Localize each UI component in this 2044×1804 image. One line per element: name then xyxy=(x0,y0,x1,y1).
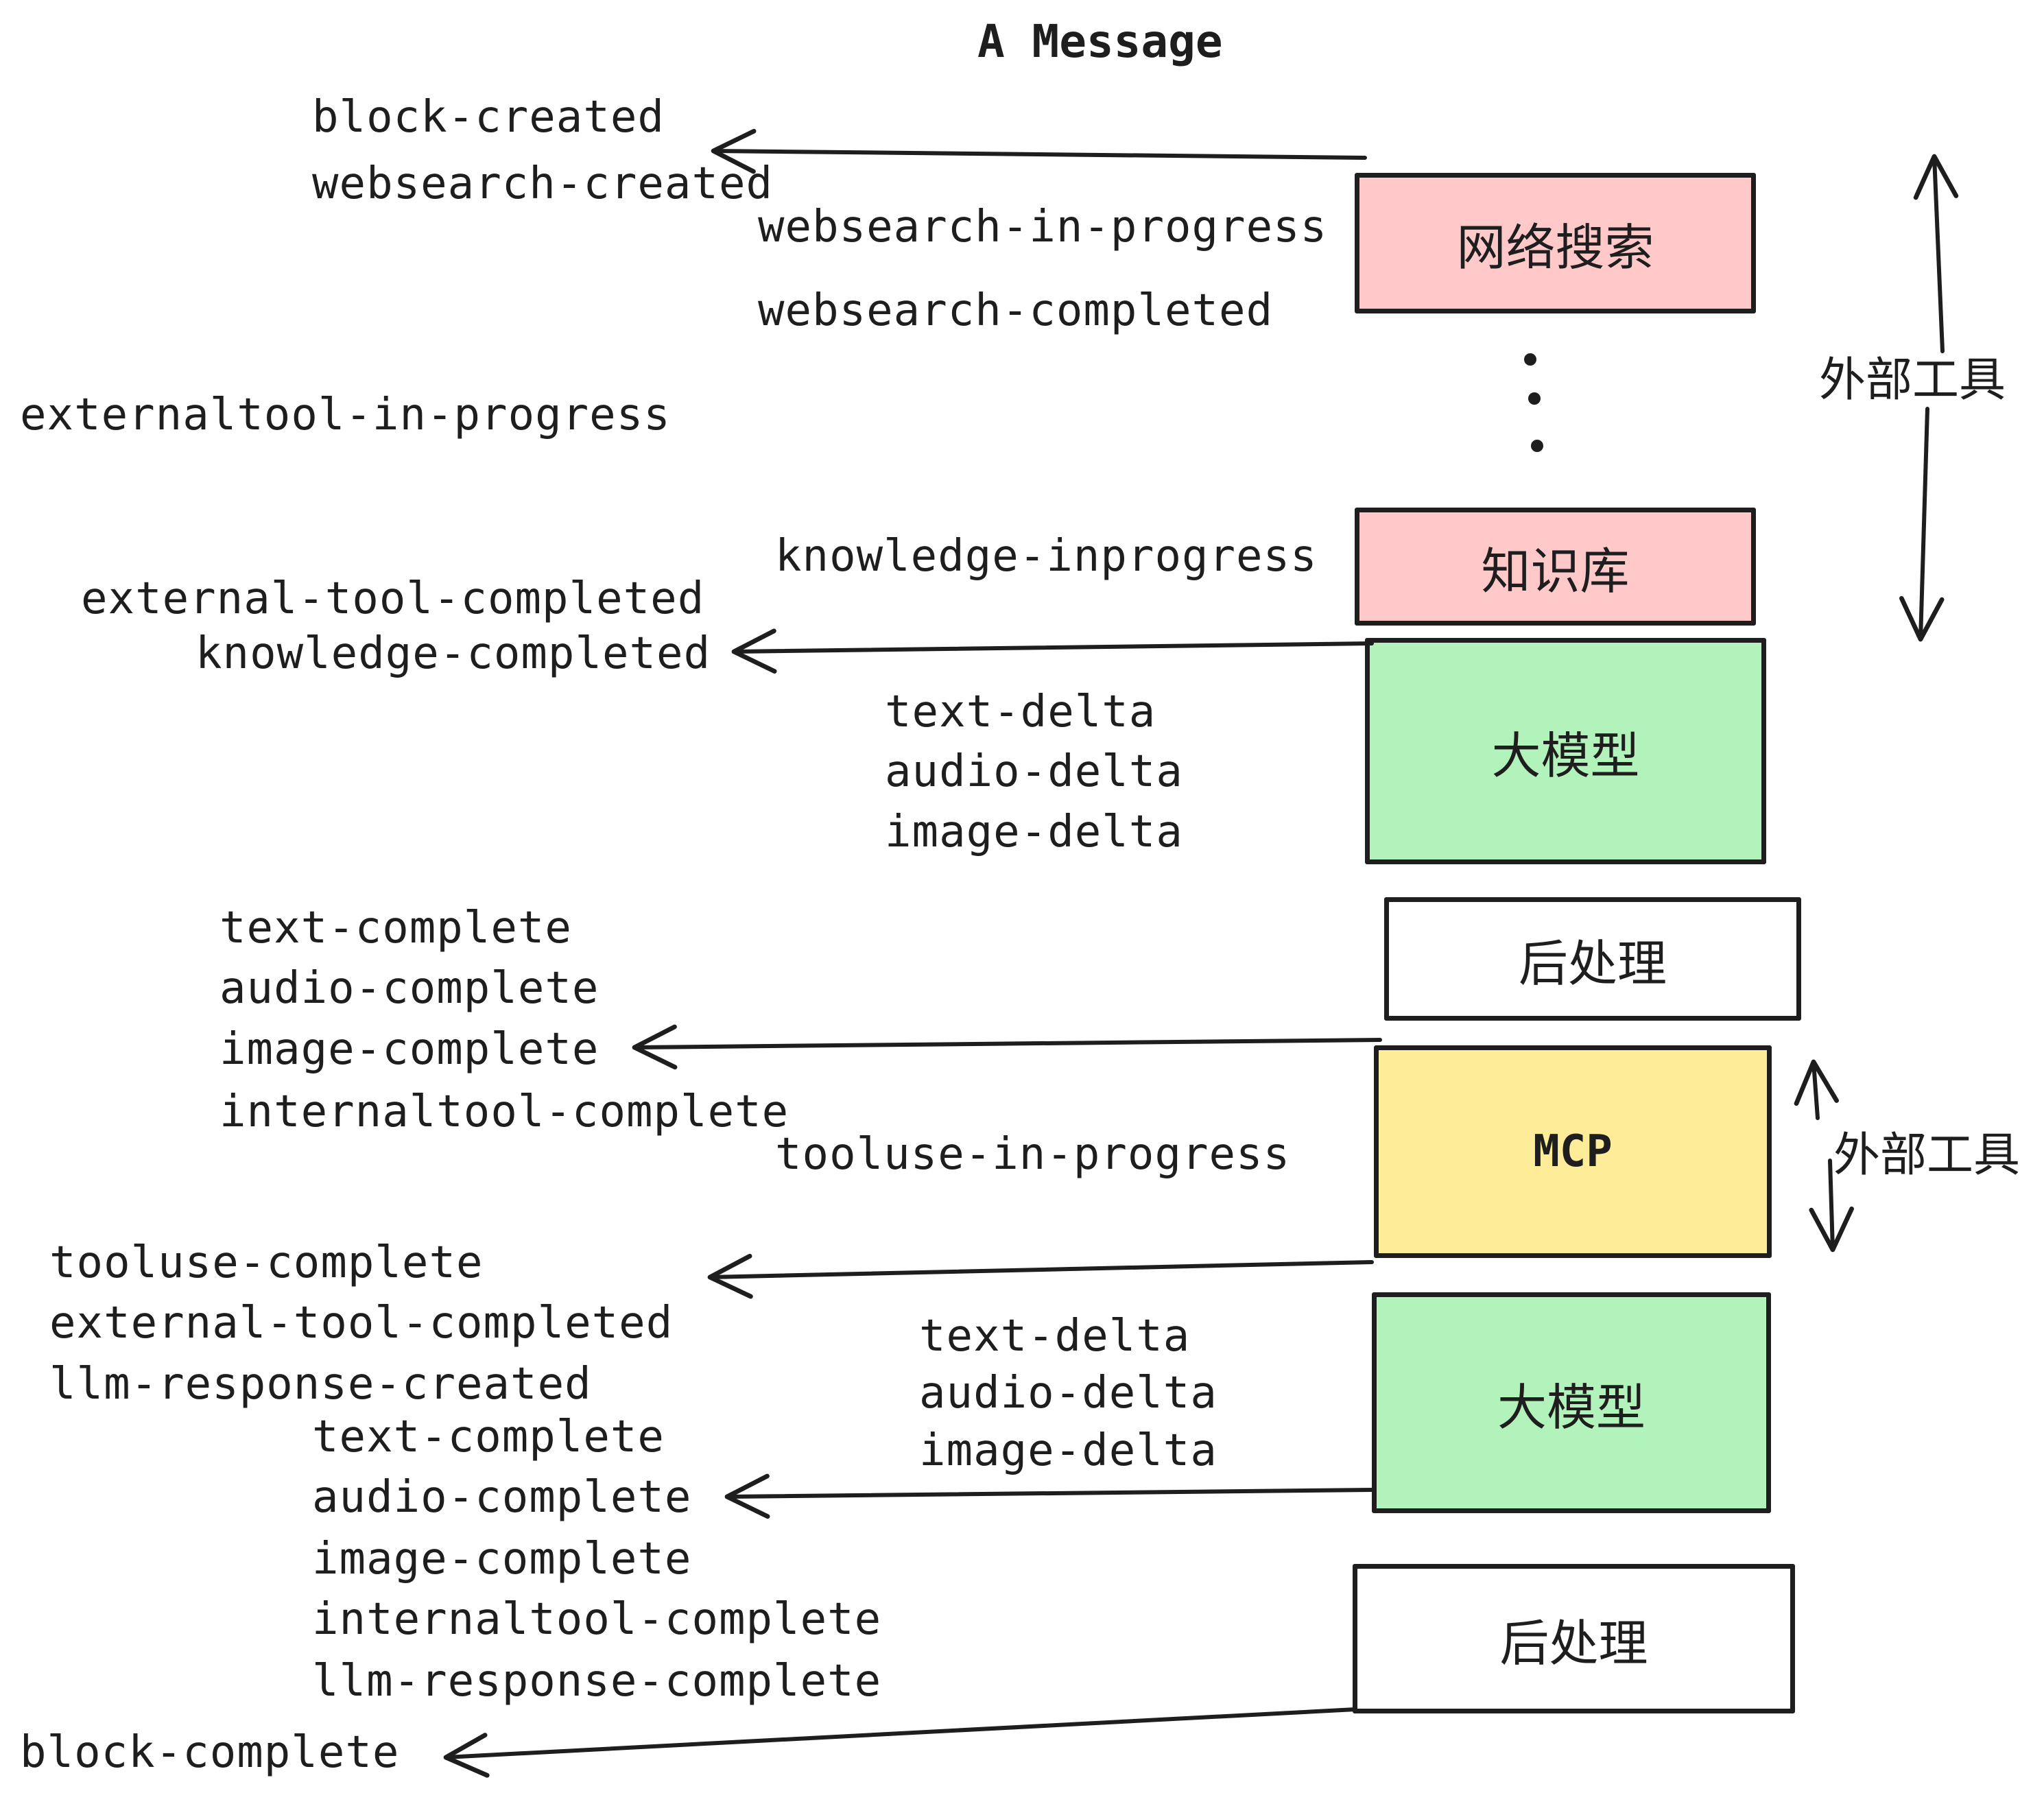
event-text-delta-2: text-delta xyxy=(919,1311,1191,1362)
box-post-top: 后处理 xyxy=(1384,897,1801,1021)
arrow-up-external-tools-mcp xyxy=(1794,1059,1839,1120)
arrow-post-to-block-complete xyxy=(443,1707,1357,1778)
event-image-delta: image-delta xyxy=(885,807,1183,857)
box-knowledge-label: 知识库 xyxy=(1481,542,1630,600)
event-internaltool-complete: internaltool-complete xyxy=(219,1087,789,1137)
event-image-complete: image-complete xyxy=(219,1024,599,1075)
box-websearch-label: 网络搜索 xyxy=(1456,219,1654,276)
box-llm-top-label: 大模型 xyxy=(1491,726,1640,785)
arrow-mcp-to-tooluse-complete xyxy=(707,1253,1374,1299)
box-websearch: 网络搜索 xyxy=(1355,173,1756,313)
event-websearch-completed: websearch-completed xyxy=(758,285,1274,336)
box-post-bottom-label: 后处理 xyxy=(1499,1614,1648,1672)
box-llm-bottom: 大模型 xyxy=(1372,1292,1771,1513)
arrow-post-to-image-complete xyxy=(632,1024,1382,1070)
event-audio-delta: audio-delta xyxy=(885,746,1183,797)
ellipsis-dot xyxy=(1524,353,1536,366)
external-tools-label-top: 外部工具 xyxy=(1819,353,2006,407)
event-external-tool-completed-2: external-tool-completed xyxy=(49,1298,674,1349)
box-mcp: MCP xyxy=(1374,1045,1772,1258)
event-websearch-in-progress: websearch-in-progress xyxy=(758,202,1328,252)
event-internaltool-complete-2: internaltool-complete xyxy=(312,1594,882,1645)
event-knowledge-completed: knowledge-completed xyxy=(195,628,711,679)
event-tooluse-in-progress: tooluse-in-progress xyxy=(775,1129,1291,1180)
external-tools-label-mcp: 外部工具 xyxy=(1833,1128,2021,1183)
event-audio-delta-2: audio-delta xyxy=(919,1368,1217,1419)
box-mcp-label: MCP xyxy=(1533,1126,1613,1177)
event-llm-response-complete: llm-response-complete xyxy=(312,1656,882,1707)
event-text-delta: text-delta xyxy=(885,687,1156,737)
arrow-llm-to-knowledge-completed xyxy=(731,628,1374,674)
event-tooluse-complete: tooluse-complete xyxy=(49,1237,484,1288)
arrow-websearch-to-block-created xyxy=(711,128,1367,174)
box-post-bottom: 后处理 xyxy=(1353,1564,1795,1713)
event-audio-complete-2: audio-complete xyxy=(312,1472,692,1523)
event-llm-response-created: llm-response-created xyxy=(49,1359,592,1410)
box-knowledge: 知识库 xyxy=(1355,508,1756,626)
event-image-delta-2: image-delta xyxy=(919,1425,1217,1476)
ellipsis-dot xyxy=(1531,440,1543,452)
box-llm-bottom-label: 大模型 xyxy=(1497,1378,1645,1436)
event-text-complete-2: text-complete xyxy=(312,1412,665,1462)
arrow-down-external-tools-top xyxy=(1899,407,1945,642)
page-title: A Message xyxy=(977,15,1223,68)
box-post-top-label: 后处理 xyxy=(1518,934,1667,993)
ellipsis-dot xyxy=(1528,392,1541,405)
event-audio-complete: audio-complete xyxy=(219,963,599,1014)
event-image-complete-2: image-complete xyxy=(312,1534,692,1585)
event-block-created: block-created xyxy=(312,92,665,143)
arrow-llm-to-audio-complete xyxy=(724,1473,1374,1519)
arrow-up-external-tools-top xyxy=(1913,154,1959,353)
box-llm-top: 大模型 xyxy=(1365,638,1766,864)
event-block-complete: block-complete xyxy=(20,1727,400,1778)
event-externaltool-in-progress: externaltool-in-progress xyxy=(20,390,671,440)
event-external-tool-completed: external-tool-completed xyxy=(81,573,705,624)
arrow-down-external-tools-mcp xyxy=(1809,1159,1854,1253)
event-knowledge-inprogress: knowledge-inprogress xyxy=(775,531,1318,582)
event-websearch-created: websearch-created xyxy=(312,158,774,209)
event-text-complete: text-complete xyxy=(219,903,572,953)
